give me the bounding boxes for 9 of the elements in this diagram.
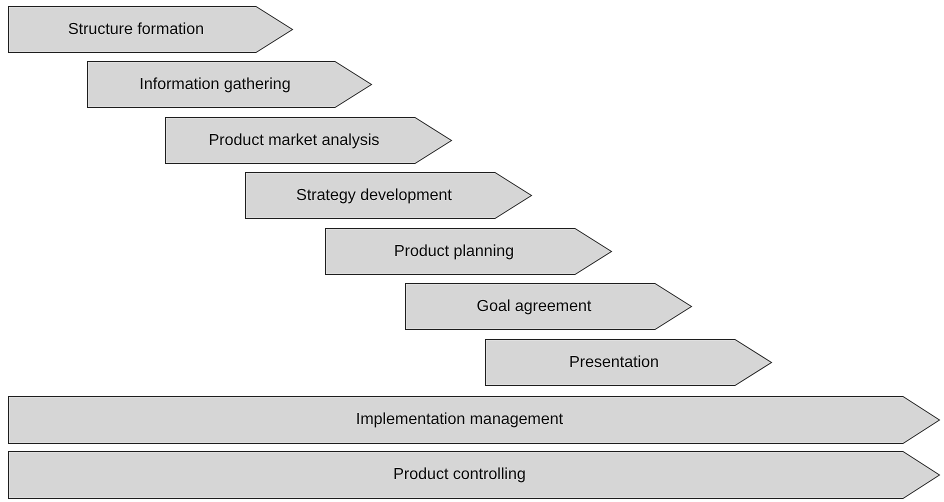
phase-label: Presentation	[569, 354, 659, 372]
phase-label: Product market analysis	[208, 132, 380, 150]
phase-label: Information gathering	[139, 76, 291, 94]
phase-label: Product controlling	[393, 466, 526, 484]
phase-label: Strategy development	[296, 186, 452, 204]
phase-label: Implementation management	[356, 411, 564, 429]
phase-label: Structure formation	[68, 20, 204, 38]
phase-label: Goal agreement	[476, 298, 592, 316]
phase-label: Product planning	[394, 242, 514, 260]
